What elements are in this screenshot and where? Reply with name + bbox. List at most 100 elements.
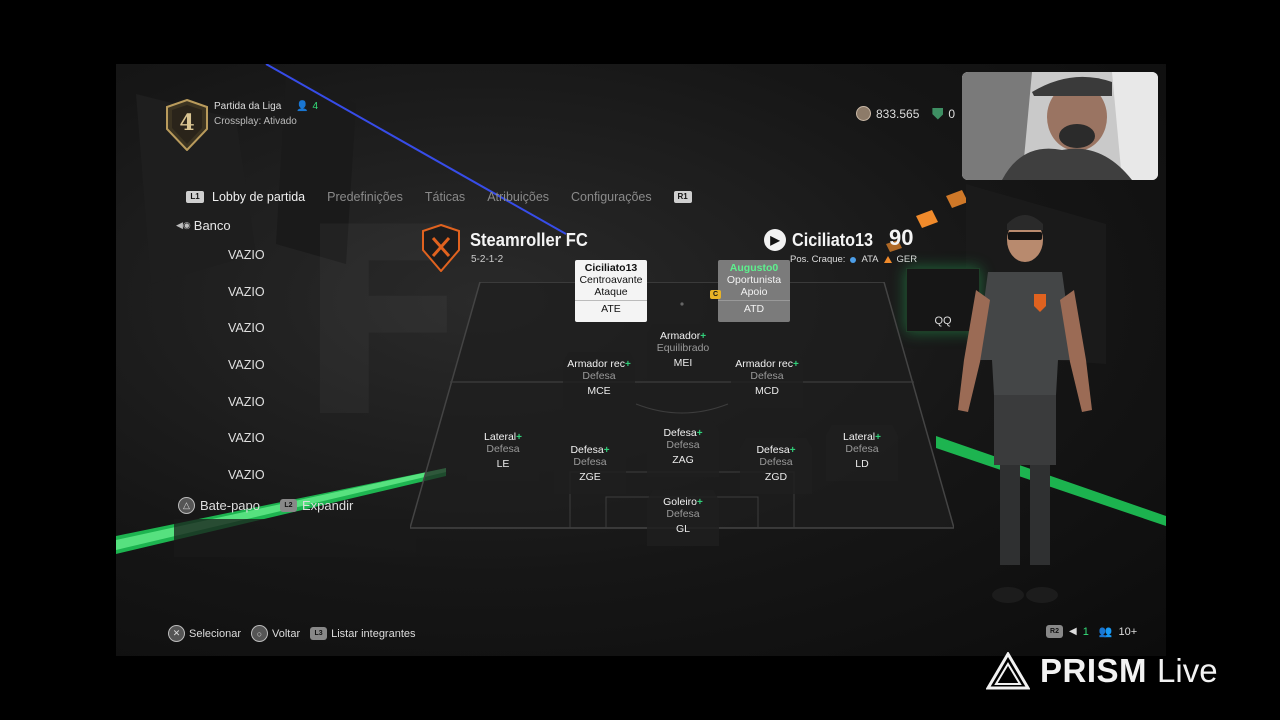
card-role: Armador rec+	[567, 358, 631, 370]
bench-list: VAZIO VAZIO VAZIO VAZIO VAZIO VAZIO VAZI…	[228, 248, 265, 505]
streamer-silhouette	[962, 72, 1158, 180]
player-card[interactable]: Goleiro+ Defesa GL	[647, 490, 719, 546]
expand-button[interactable]: L2 Expandir	[280, 498, 353, 513]
team-name: Steamroller FC	[470, 230, 588, 250]
card-style: Defesa	[666, 508, 700, 520]
triangle-button-icon: △	[178, 497, 195, 514]
player-card[interactable]: Defesa+ Defesa ZAG	[647, 421, 719, 477]
card-pos: ZGE	[579, 471, 601, 483]
party-status: R2 ◀ 1 👥 10+	[1046, 625, 1137, 638]
player-avatar	[958, 215, 1092, 603]
circle-button-icon: ○	[250, 625, 268, 642]
player-card[interactable]: Defesa+ Defesa ZGE	[554, 438, 626, 494]
webcam-overlay	[962, 72, 1158, 180]
formation: 5-2-1-2	[471, 254, 504, 265]
card-style: Defesa	[582, 370, 616, 382]
prism-live-watermark: PRISM Live	[986, 652, 1218, 690]
card-role: Armador+	[659, 330, 707, 342]
division-rank: 4	[179, 110, 195, 136]
tab-tactics[interactable]: Táticas	[424, 190, 466, 204]
pos-label: Pos. Craque:	[790, 254, 846, 265]
pos-primary: ATA	[861, 254, 879, 265]
pitch	[410, 282, 954, 529]
player-name: Ciciliato13	[792, 229, 874, 250]
player-card[interactable]: Defesa+ Defesa ZGD	[740, 438, 812, 494]
mode-title: Partida da Liga	[214, 101, 282, 112]
card-duty: Apoio	[740, 286, 768, 298]
select-action[interactable]: ✕ Selecionar	[168, 625, 241, 642]
users-icon: 👥	[1098, 626, 1113, 638]
card-pos: MEI	[673, 357, 693, 369]
bench-slot[interactable]: VAZIO	[228, 358, 265, 373]
coin-icon	[856, 106, 871, 121]
card-pos: MCE	[587, 385, 611, 397]
user-icon: 👤	[296, 101, 309, 112]
card-pos: ATD	[718, 300, 790, 315]
bench-slot[interactable]: VAZIO	[228, 394, 265, 409]
card-style: Defesa	[750, 370, 784, 382]
player-card[interactable]: Augusto0 Oportunista Apoio ATD C	[710, 260, 790, 322]
tab-presets[interactable]: Predefinições	[327, 190, 403, 204]
coin-count: 833.565	[876, 106, 920, 121]
prism-brand: PRISM	[1040, 652, 1148, 689]
chat-panel[interactable]	[174, 519, 416, 557]
player-card[interactable]: Armador rec+ Defesa MCD	[731, 352, 803, 408]
player-card[interactable]: Armador+ Equilibrado MEI	[647, 324, 719, 380]
card-style: Oportunista	[726, 274, 782, 286]
player-card[interactable]: Lateral+ Defesa LE	[467, 425, 539, 481]
chat-button[interactable]: △ Bate-papo	[178, 497, 260, 514]
bench-slot[interactable]: VAZIO	[228, 321, 265, 336]
expand-label: Expandir	[302, 498, 354, 513]
card-name: Ciciliato13	[584, 262, 638, 274]
player-chip[interactable]: QQ	[906, 268, 980, 332]
r1-button-icon[interactable]: R1	[673, 191, 692, 203]
list-label: Listar integrantes	[331, 627, 416, 640]
card-style: Equilibrado	[656, 342, 710, 354]
player-card[interactable]: Lateral+ Defesa LD	[826, 425, 898, 481]
cross-button-icon: ✕	[168, 625, 185, 642]
player-card[interactable]: Ciciliato13 Centroavante Ataque ATE	[575, 260, 647, 322]
playstation-icon: ▶	[764, 229, 786, 251]
card-duty: Ataque	[594, 286, 628, 298]
tab-lobby[interactable]: Lobby de partida	[212, 190, 306, 204]
bench-slot[interactable]: VAZIO	[228, 248, 265, 262]
player-card[interactable]: Armador rec+ Defesa MCE	[563, 352, 635, 408]
tab-bar: L1 Lobby de partida Predefinições Tática…	[186, 190, 692, 204]
bench-slot[interactable]: VAZIO	[228, 431, 265, 446]
card-pos: ZAG	[672, 454, 694, 466]
controls-bar: ✕ Selecionar ○ Voltar L3 Listar integran…	[168, 625, 416, 642]
card-style: Defesa	[666, 439, 700, 451]
primary-pos-icon	[850, 256, 857, 263]
bench-slot[interactable]: VAZIO	[228, 284, 265, 299]
card-pos: ATE	[575, 300, 647, 315]
tab-settings[interactable]: Configurações	[571, 190, 652, 204]
r2-button-icon[interactable]: R2	[1046, 625, 1063, 638]
card-name: Augusto0	[729, 262, 779, 274]
currency-display: 833.565 0	[856, 106, 955, 121]
list-members-action[interactable]: L3 Listar integrantes	[310, 627, 416, 640]
prism-live-label: Live	[1157, 652, 1218, 689]
card-role: Lateral+	[843, 431, 881, 443]
player-positions: Pos. Craque: ATA GER	[790, 254, 917, 265]
card-style: Defesa	[759, 456, 793, 468]
l2-button-icon: L2	[280, 499, 297, 512]
bench-header: ◀◉ Banco	[176, 218, 231, 233]
points-count: 0	[948, 106, 956, 121]
player-id: ▶ Ciciliato13	[764, 229, 882, 251]
secondary-pos-icon	[883, 256, 892, 263]
pos-secondary: GER	[896, 254, 918, 265]
party-indicator: 👤 4	[296, 101, 318, 112]
card-pos: LD	[855, 458, 869, 470]
tab-assignments[interactable]: Atribuições	[487, 190, 550, 204]
card-pos: GL	[675, 523, 690, 535]
bench-slot[interactable]: VAZIO	[228, 468, 265, 483]
card-role: Goleiro+	[663, 496, 703, 508]
member-count: 10+	[1118, 625, 1138, 638]
l1-button-icon[interactable]: L1	[186, 191, 204, 203]
card-role: Defesa+	[756, 444, 796, 456]
back-action[interactable]: ○ Voltar	[250, 625, 300, 642]
team-crest-icon	[422, 224, 460, 272]
card-role: Lateral+	[484, 431, 522, 443]
chat-label: Bate-papo	[200, 498, 260, 513]
l3-button-icon: L3	[310, 627, 328, 640]
